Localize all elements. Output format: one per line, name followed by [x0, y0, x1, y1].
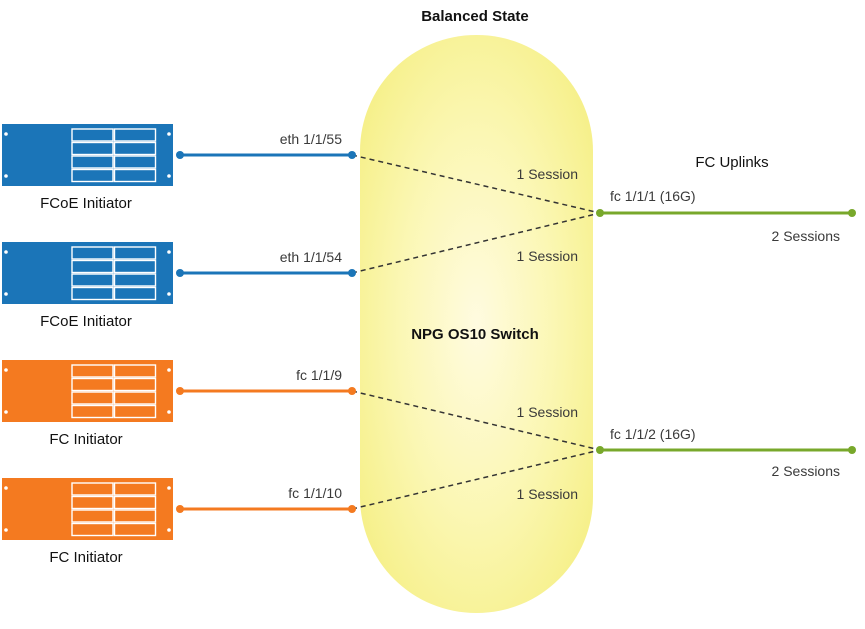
rack-hole: [4, 528, 8, 532]
drive-bay: [113, 509, 157, 523]
uplink-dot-1b: [848, 209, 856, 217]
drive-bay: [113, 168, 157, 183]
rack-hole: [4, 410, 8, 414]
drive-bay: [113, 404, 157, 419]
drive-bay: [113, 246, 157, 260]
uplink-dot-1a: [596, 209, 604, 217]
link-endpoint: [176, 269, 184, 277]
drive-bay: [71, 509, 114, 523]
uplink-dot-2b: [848, 446, 856, 454]
session-label-1: 1 Session: [517, 166, 578, 182]
drive-bay: [113, 128, 157, 142]
link-endpoint: [348, 151, 356, 159]
dashed-link-2: [351, 212, 601, 274]
session-label-4: 1 Session: [517, 486, 578, 502]
link-endpoint: [348, 505, 356, 513]
npg-switch-body: [360, 35, 593, 613]
drive-bay: [71, 273, 114, 287]
dashed-link-4: [351, 449, 601, 510]
rack-hole: [167, 292, 171, 296]
drive-bay: [113, 495, 157, 510]
port-label-4: fc 1/1/10: [288, 485, 342, 501]
drive-bay: [71, 377, 114, 392]
drive-bay: [71, 259, 114, 274]
rack-hole: [167, 250, 171, 254]
initiator-device-1: [2, 124, 173, 186]
link-endpoint: [176, 505, 184, 513]
uplink-sessions-2: 2 Sessions: [772, 463, 840, 479]
initiator-label-2: FCoE Initiator: [40, 313, 132, 330]
drive-bay: [113, 259, 157, 274]
fc-uplinks-label: FC Uplinks: [695, 154, 768, 171]
drive-bay: [71, 286, 114, 301]
rack-hole: [4, 486, 8, 490]
link-endpoint: [176, 151, 184, 159]
initiator-device-4: [2, 478, 173, 540]
session-label-3: 1 Session: [517, 404, 578, 420]
port-label-1: eth 1/1/55: [280, 131, 342, 147]
link-endpoint: [348, 387, 356, 395]
drive-bay: [113, 155, 157, 169]
drive-bay: [71, 128, 114, 142]
rack-hole: [167, 528, 171, 532]
rack-hole: [167, 486, 171, 490]
drive-bay: [71, 155, 114, 169]
dashed-link-1: [351, 154, 601, 214]
drive-bay: [113, 522, 157, 537]
dashed-link-3: [351, 390, 601, 451]
initiator-label-1: FCoE Initiator: [40, 195, 132, 212]
initiator-label-3: FC Initiator: [49, 431, 122, 448]
drive-bay: [71, 246, 114, 260]
drive-bay: [113, 364, 157, 378]
rack-hole: [4, 368, 8, 372]
drive-bay: [71, 404, 114, 419]
drive-bay: [113, 377, 157, 392]
link-endpoint: [176, 387, 184, 395]
rack-hole: [4, 292, 8, 296]
drive-bay: [113, 141, 157, 156]
uplink-dot-2a: [596, 446, 604, 454]
rack-hole: [167, 368, 171, 372]
drive-bay: [71, 364, 114, 378]
drive-bay: [71, 482, 114, 496]
port-label-2: eth 1/1/54: [280, 249, 342, 265]
drive-bay: [71, 495, 114, 510]
drive-bay: [71, 391, 114, 405]
rack-hole: [4, 250, 8, 254]
uplink-port-1: fc 1/1/1 (16G): [610, 188, 696, 204]
rack-hole: [4, 132, 8, 136]
drive-bay: [113, 391, 157, 405]
drive-bay: [71, 141, 114, 156]
initiator-device-3: [2, 360, 173, 422]
rack-hole: [167, 174, 171, 178]
rack-hole: [167, 132, 171, 136]
initiator-device-2: [2, 242, 173, 304]
initiator-label-4: FC Initiator: [49, 549, 122, 566]
diagram-title: Balanced State: [421, 8, 529, 25]
switch-label: NPG OS10 Switch: [411, 326, 539, 343]
drive-bay: [113, 482, 157, 496]
drive-bay: [113, 273, 157, 287]
drive-bay: [71, 168, 114, 183]
session-label-2: 1 Session: [517, 248, 578, 264]
rack-hole: [4, 174, 8, 178]
drive-bay: [113, 286, 157, 301]
port-label-3: fc 1/1/9: [296, 367, 342, 383]
drive-bay: [71, 522, 114, 537]
uplink-sessions-1: 2 Sessions: [772, 228, 840, 244]
link-endpoint: [348, 269, 356, 277]
uplink-port-2: fc 1/1/2 (16G): [610, 426, 696, 442]
rack-hole: [167, 410, 171, 414]
